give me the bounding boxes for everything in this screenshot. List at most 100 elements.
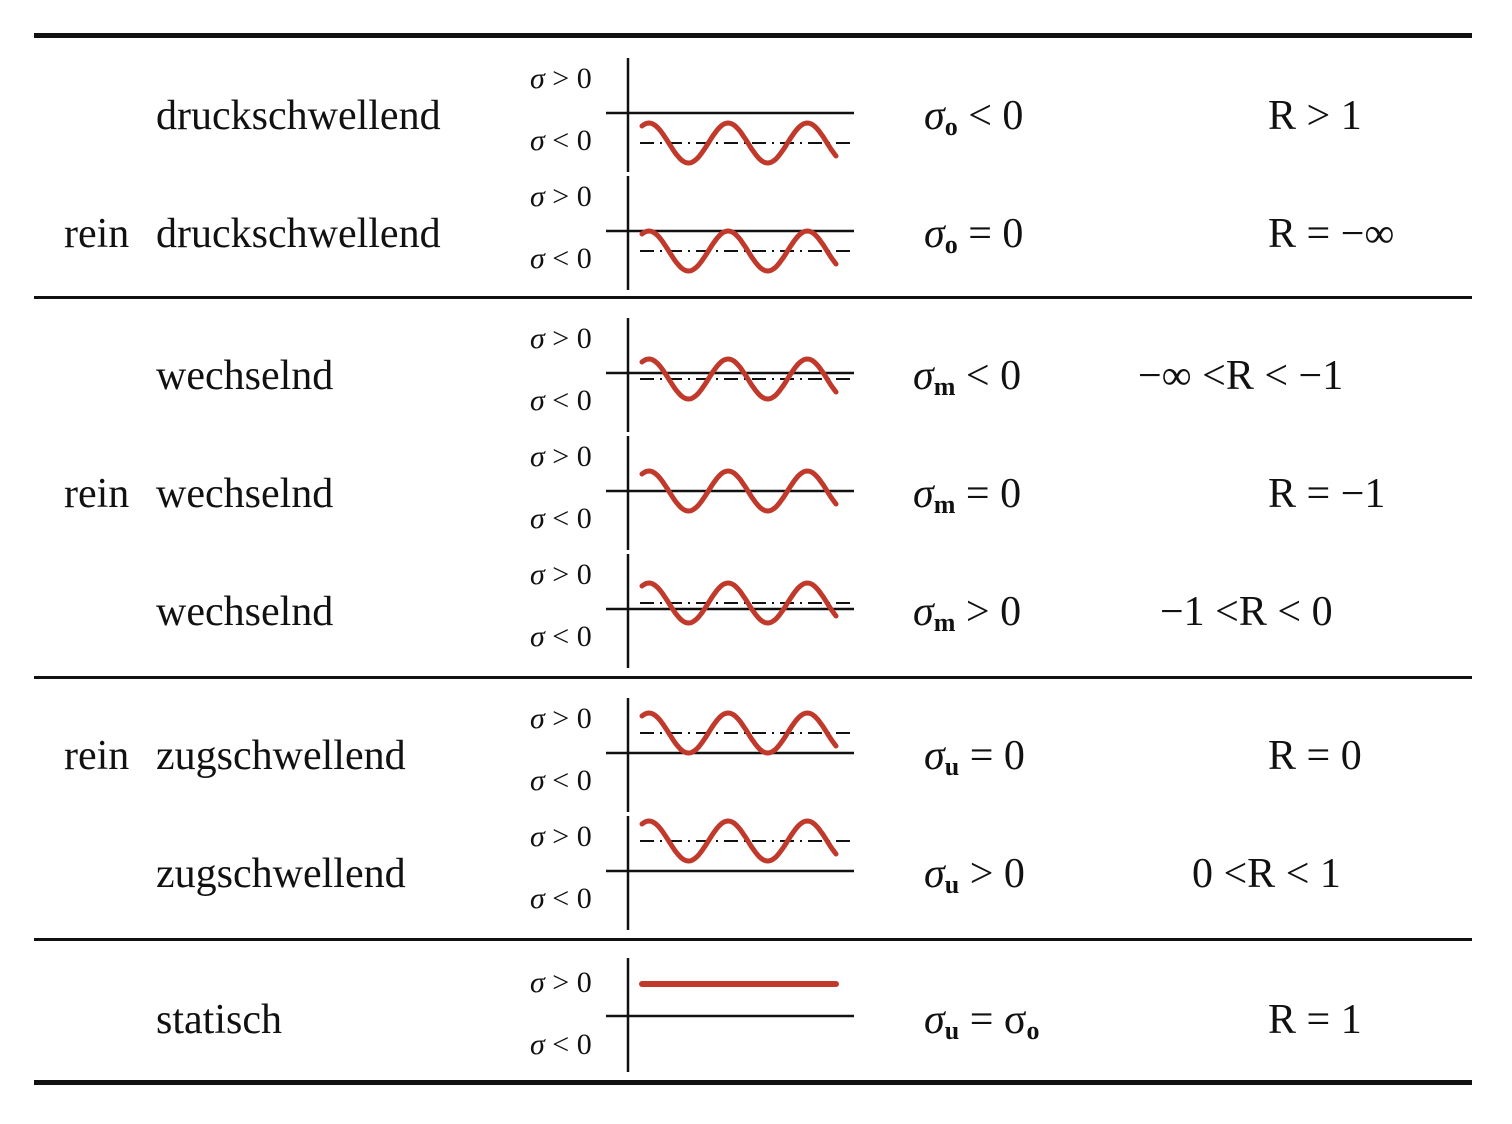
axis-label-positive: σ > 0 [530,558,592,591]
stress-plot-svg [606,958,854,1072]
axis-label-positive: σ > 0 [530,322,592,355]
stress-ratio: R = −∞ [1268,211,1395,257]
load-case-label: wechselnd [156,588,333,636]
condition-symbol: σ [924,733,945,779]
stress-condition: σm > 0 [913,588,1021,638]
condition-subscript: m [933,490,956,519]
stress-wave [639,228,839,274]
stress-ratio: −1 <R < 0 [1160,589,1333,635]
stress-condition: σo = 0 [924,210,1023,260]
label-prefix: rein [64,733,130,779]
group-separator-rule [34,296,1472,299]
label-text: druckschwellend [156,93,441,139]
axis-label-positive: σ > 0 [530,440,592,473]
condition-symbol: σ [913,353,934,399]
stress-wave [639,818,839,864]
load-case-label: druckschwellend [156,92,441,140]
label-text: wechselnd [156,353,334,399]
table-top-rule [34,33,1472,38]
label-text: wechselnd [156,471,334,517]
stress-condition: σu > 0 [924,850,1025,900]
stress-plot: σ > 0 σ < 0 [530,58,860,176]
label-text: druckschwellend [156,211,441,257]
axis-label-positive: σ > 0 [530,180,592,213]
condition-relation: < 0 [955,353,1022,399]
stress-condition: σm = 0 [913,470,1021,520]
condition-relation: = 0 [957,211,1024,257]
stress-condition: σu = σo [924,996,1040,1046]
condition-relation: > 0 [959,851,1025,897]
stress-plot-svg [606,554,854,668]
stress-plot-svg [606,698,854,812]
stress-wave [639,356,839,402]
stress-condition: σm < 0 [913,352,1021,402]
stress-condition: σo < 0 [924,92,1023,142]
load-case-label: wechselnd [156,352,333,400]
stress-plot: σ > 0 σ < 0 [530,436,860,554]
condition-subscript: o [944,230,958,259]
condition-symbol: σ [924,997,945,1043]
axis-label-positive: σ > 0 [530,966,592,999]
group-separator-rule [34,676,1472,679]
load-case-label: rein wechselnd [64,470,334,518]
condition-relation: < 0 [957,93,1024,139]
condition-relation: = 0 [955,471,1022,517]
stress-wave [639,120,839,166]
stress-plot-svg [606,58,854,172]
stress-ratio: R = −1 [1268,471,1386,517]
condition-relation: > 0 [955,589,1022,635]
stress-plot: σ > 0 σ < 0 [530,958,860,1076]
axis-label-positive: σ > 0 [530,702,592,735]
axis-label-negative: σ < 0 [530,882,592,915]
condition-subscript: o [1026,1016,1040,1045]
condition-symbol: σ [913,589,934,635]
condition-relation: = σ [959,997,1027,1043]
label-text: wechselnd [156,589,334,635]
load-case-label: statisch [156,996,282,1044]
load-case-label: zugschwellend [156,850,406,898]
stress-ratio: 0 <R < 1 [1192,851,1341,897]
stress-plot-svg [606,816,854,930]
condition-symbol: σ [924,211,945,257]
load-case-label: rein zugschwellend [64,732,406,780]
stress-ratio: R = 0 [1268,733,1362,779]
stress-ratio: −∞ <R < −1 [1138,353,1344,399]
label-prefix: rein [64,211,130,257]
condition-symbol: σ [913,471,934,517]
condition-symbol: σ [924,93,945,139]
condition-relation: = 0 [959,733,1025,779]
stress-wave [639,580,839,626]
condition-subscript: u [944,752,960,781]
axis-label-positive: σ > 0 [530,62,592,95]
label-text: statisch [156,997,282,1043]
axis-label-negative: σ < 0 [530,620,592,653]
table-row: rein wechselnd σ > 0 σ < 0 σm = 0 R = −1 [0,436,1512,554]
condition-subscript: m [933,372,956,401]
axis-label-negative: σ < 0 [530,124,592,157]
load-case-label: rein druckschwellend [64,210,441,258]
axis-label-negative: σ < 0 [530,764,592,797]
stress-plot: σ > 0 σ < 0 [530,554,860,672]
group-separator-rule [34,938,1472,941]
stress-wave [639,468,839,514]
label-prefix: rein [64,471,130,517]
condition-subscript: u [944,870,960,899]
stress-plot-svg [606,436,854,550]
stress-ratio: R = 1 [1268,997,1362,1043]
label-text: zugschwellend [156,733,406,779]
table-row: wechselnd σ > 0 σ < 0 σm > 0 −1 <R < 0 [0,554,1512,672]
axis-label-negative: σ < 0 [530,502,592,535]
label-text: zugschwellend [156,851,406,897]
stress-plot: σ > 0 σ < 0 [530,816,860,934]
axis-label-negative: σ < 0 [530,1028,592,1061]
table-bottom-rule [34,1080,1472,1085]
axis-label-positive: σ > 0 [530,820,592,853]
axis-label-negative: σ < 0 [530,384,592,417]
condition-subscript: o [944,112,958,141]
table-row: rein zugschwellend σ > 0 σ < 0 σu = 0 R = 0 [0,698,1512,816]
stress-plot: σ > 0 σ < 0 [530,318,860,436]
